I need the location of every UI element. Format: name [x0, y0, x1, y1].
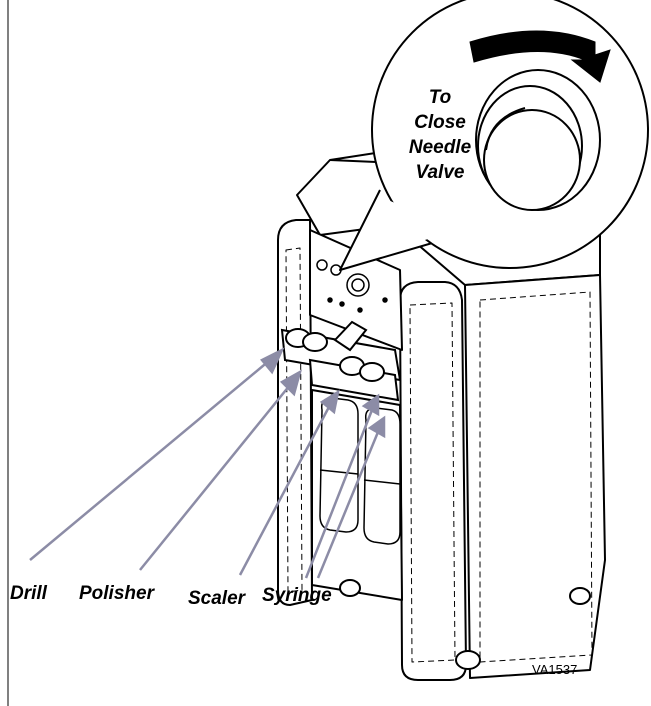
rotate-arrow	[469, 30, 611, 83]
drill-label: Drill	[10, 583, 47, 604]
scaler-label: Scaler	[188, 588, 246, 609]
syringe-label: Syringe	[262, 585, 332, 606]
polisher-label: Polisher	[79, 583, 154, 604]
callout-line-2: Close	[414, 112, 466, 133]
handpiece-holder	[280, 320, 402, 402]
casters	[339, 579, 591, 670]
needle-valve-callout	[339, 0, 649, 271]
callout-line-1: To	[428, 87, 452, 108]
control-knobs	[316, 259, 388, 313]
needle-valve-label: To Close Needle Valve	[398, 85, 482, 185]
needle-valve-knob	[475, 69, 601, 211]
callout-line-3: Needle	[408, 137, 472, 158]
callout-line-4: Valve	[415, 162, 465, 183]
pointer-arrows	[29, 347, 386, 579]
figure-id: VA1537	[532, 662, 578, 677]
